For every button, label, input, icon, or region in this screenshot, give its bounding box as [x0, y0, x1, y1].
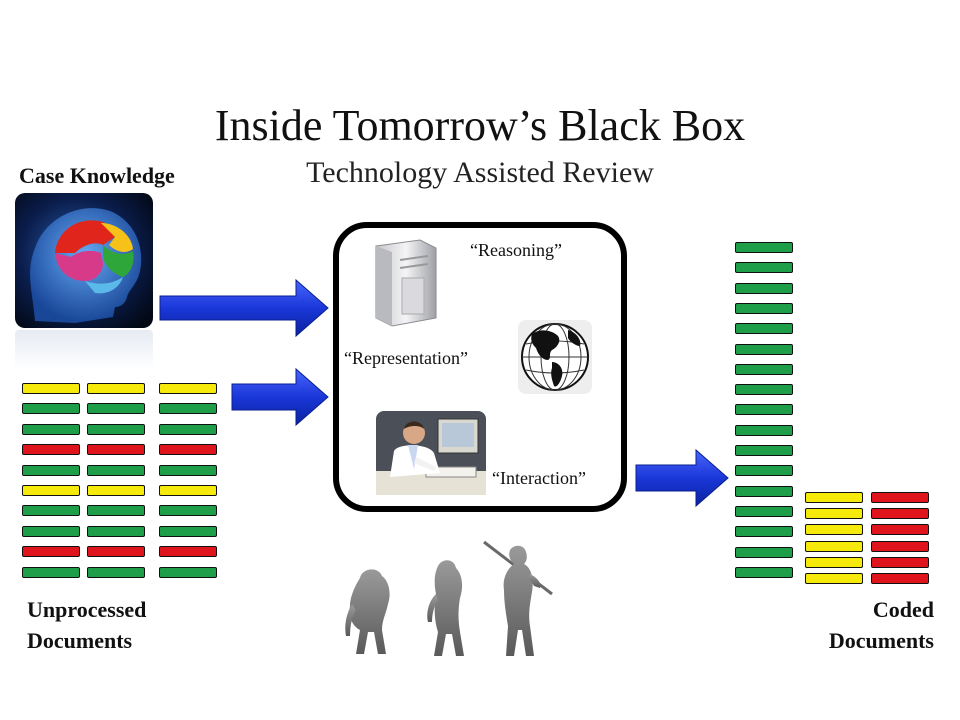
coded-document-bar-green	[735, 465, 793, 477]
unprocessed-document-bar	[22, 546, 80, 558]
unprocessed-document-bar	[159, 546, 217, 558]
coded-document-bar-green	[735, 363, 793, 375]
coded-document-bar-yellow	[805, 508, 863, 520]
globe-icon	[518, 320, 592, 394]
coded-document-bar-green	[735, 384, 793, 396]
coded-document-bar-yellow	[805, 492, 863, 503]
coded-document-bar-green	[735, 323, 793, 335]
brain-reflection	[15, 330, 153, 370]
unprocessed-document-bar	[22, 505, 80, 517]
representation-label: “Representation”	[344, 348, 468, 368]
reasoning-label: “Reasoning”	[470, 240, 562, 260]
unprocessed-document-bar	[159, 525, 217, 537]
unprocessed-document-bar	[87, 546, 145, 558]
unprocessed-document-bar	[87, 566, 145, 578]
coded-document-bar-yellow	[805, 573, 863, 584]
case-knowledge-label: Case Knowledge	[19, 163, 175, 188]
coded-label-line1: Coded	[872, 597, 934, 622]
unprocessed-document-bar	[159, 485, 217, 496]
coded-document-bar-green	[735, 445, 793, 456]
unprocessed-document-bar	[159, 505, 217, 517]
coded-document-bar-green	[735, 262, 793, 274]
arrow-case-knowledge	[158, 276, 330, 340]
unprocessed-label-line1: Unprocessed	[27, 597, 147, 622]
unprocessed-document-bar	[22, 464, 80, 476]
coded-documents-label: Coded Documents	[800, 594, 934, 656]
coded-document-bar-red	[871, 573, 929, 584]
server-icon	[368, 238, 440, 330]
unprocessed-documents-stack	[22, 383, 222, 583]
unprocessed-document-bar	[159, 403, 217, 415]
unprocessed-document-bar	[22, 566, 80, 578]
unprocessed-document-bar	[22, 525, 80, 537]
unprocessed-document-bar	[87, 525, 145, 537]
unprocessed-document-bar	[22, 403, 80, 415]
coded-document-bar-yellow	[805, 556, 863, 568]
unprocessed-document-bar	[22, 444, 80, 456]
page-subtitle: Technology Assisted Review	[306, 156, 654, 189]
coded-document-bar-green	[735, 424, 793, 436]
coded-label-line2: Documents	[828, 628, 934, 653]
person-at-computer-icon	[376, 411, 486, 495]
coded-document-bar-green	[735, 404, 793, 416]
brain-icon	[15, 193, 153, 328]
interaction-label: “Interaction”	[492, 468, 586, 488]
unprocessed-documents-label: Unprocessed Documents	[27, 594, 146, 656]
coded-document-bar-green	[735, 485, 793, 497]
unprocessed-document-bar	[87, 444, 145, 456]
coded-document-bar-red	[871, 540, 929, 552]
coded-document-bar-green	[735, 343, 793, 355]
unprocessed-document-bar	[87, 403, 145, 415]
coded-document-bar-red	[871, 524, 929, 536]
coded-document-bar-green	[735, 282, 793, 294]
coded-document-bar-red	[871, 508, 929, 520]
coded-document-bar-yellow	[805, 540, 863, 552]
unprocessed-document-bar	[159, 383, 217, 394]
unprocessed-document-bar	[87, 505, 145, 517]
coded-document-bar-yellow	[805, 524, 863, 536]
unprocessed-label-line2: Documents	[27, 628, 133, 653]
coded-document-bar-green	[735, 242, 793, 253]
coded-document-bar-red	[871, 556, 929, 568]
coded-documents-stack	[735, 242, 935, 584]
unprocessed-document-bar	[87, 423, 145, 435]
unprocessed-document-bar	[22, 485, 80, 496]
coded-document-bar-green	[735, 546, 793, 558]
unprocessed-document-bar	[159, 566, 217, 578]
coded-document-bar-green	[735, 302, 793, 314]
unprocessed-document-bar	[22, 423, 80, 435]
unprocessed-document-bar	[22, 383, 80, 394]
coded-document-bar-green	[735, 505, 793, 517]
unprocessed-document-bar	[159, 444, 217, 456]
human-evolution-icon	[338, 540, 560, 660]
black-box	[333, 222, 627, 512]
coded-document-bar-green	[735, 526, 793, 538]
unprocessed-document-bar	[87, 485, 145, 496]
coded-document-bar-green	[735, 566, 793, 578]
page-title: Inside Tomorrow’s Black Box	[214, 101, 746, 150]
unprocessed-document-bar	[159, 464, 217, 476]
unprocessed-document-bar	[87, 383, 145, 394]
unprocessed-document-bar	[159, 423, 217, 435]
coded-document-bar-red	[871, 492, 929, 503]
unprocessed-document-bar	[87, 464, 145, 476]
arrow-coded	[634, 447, 730, 509]
arrow-unprocessed	[230, 366, 330, 428]
